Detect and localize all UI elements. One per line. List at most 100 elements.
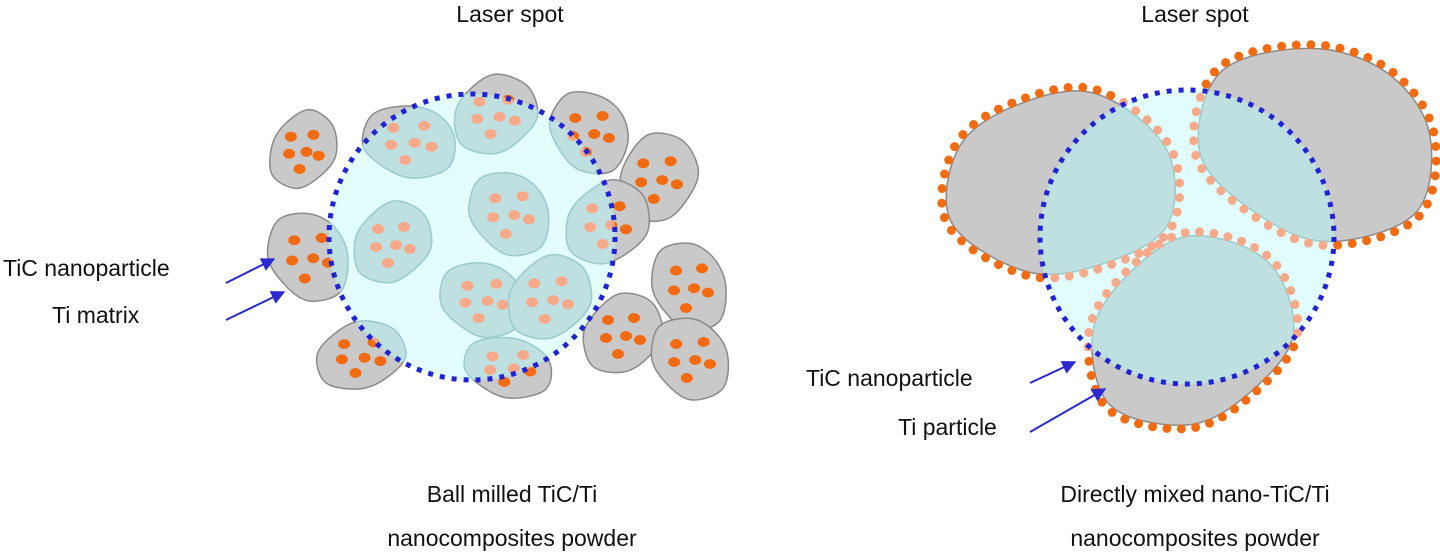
tic-nanoparticle <box>1303 238 1313 248</box>
tic-nanoparticle <box>1417 100 1427 110</box>
tic-nanoparticle <box>1209 228 1219 238</box>
panel-directly-mixed: Laser spot TiC nanoparticle Ti particle … <box>806 1 1440 551</box>
tic-nanoparticle-heated <box>484 129 497 139</box>
tic-nanoparticle <box>1217 412 1227 422</box>
tic-nanoparticle <box>1263 220 1273 230</box>
tic-nanoparticle <box>1035 273 1045 283</box>
tic-nanoparticle <box>981 253 991 263</box>
tic-nanoparticle <box>613 201 626 212</box>
tic-nanoparticle <box>1239 204 1249 214</box>
tic-nanoparticle-heated <box>507 363 520 374</box>
tic-nanoparticle <box>1189 121 1199 131</box>
tic-nanoparticle-heated <box>547 295 560 306</box>
tic-nanoparticle <box>286 255 299 266</box>
caption-left-line1: Ball milled TiC/Ti <box>427 481 597 507</box>
tic-nanoparticle-heated <box>387 122 400 133</box>
tic-nanoparticle <box>1252 386 1262 396</box>
tic-nanoparticle <box>957 236 967 246</box>
arrow-ti-particle <box>1029 388 1107 433</box>
tic-nanoparticle <box>596 111 609 121</box>
tic-nanoparticle-heated <box>596 239 609 249</box>
tic-nanoparticle <box>1174 193 1184 203</box>
tic-nanoparticle <box>1084 356 1094 366</box>
tic-nanoparticle <box>647 194 660 204</box>
tic-nanoparticle <box>1050 273 1060 283</box>
tic-nanoparticle <box>1063 82 1073 92</box>
tic-nanoparticle <box>1120 254 1130 264</box>
tic-nanoparticle <box>1227 195 1237 205</box>
tic-nanoparticle <box>1097 397 1107 407</box>
tic-nanoparticle <box>993 260 1003 270</box>
tic-nanoparticle <box>284 131 297 142</box>
tic-nanoparticle <box>1399 77 1409 87</box>
tic-nanoparticle <box>1221 58 1231 68</box>
laser-spot-border-right <box>1037 87 1337 387</box>
tic-nanoparticle <box>1333 240 1343 250</box>
tic-nanoparticle <box>1347 238 1357 248</box>
tic-nanoparticles-right <box>937 40 1440 434</box>
tic-nanoparticle-heated <box>461 280 474 291</box>
tic-nanoparticle <box>1216 186 1226 196</box>
tic-nanoparticle-heated <box>418 120 431 131</box>
tic-nanoparticle-heated <box>508 210 521 221</box>
tic-nanoparticle-heated <box>385 139 398 150</box>
tic-nanoparticle <box>1191 107 1201 117</box>
tic-nanoparticle <box>1176 424 1186 434</box>
tic-nanoparticle <box>1363 52 1373 62</box>
tic-nanoparticle-heated <box>516 191 529 202</box>
tic-nanoparticle-heated <box>496 299 509 310</box>
tic-nanoparticle <box>697 337 710 347</box>
tic-nanoparticle <box>1429 127 1439 137</box>
tic-nanoparticle <box>1134 248 1144 258</box>
tic-nanoparticle-heated <box>584 222 597 233</box>
tic-nanoparticle <box>1230 404 1240 414</box>
tic-nanoparticle <box>1087 314 1097 324</box>
label-tic-nanoparticle-right: TiC nanoparticle <box>806 365 973 391</box>
tic-nanoparticle <box>670 179 683 190</box>
tic-nanoparticle <box>1142 248 1152 258</box>
tic-nanoparticle-heated <box>508 115 521 126</box>
tic-nanoparticle <box>703 359 716 369</box>
tic-nanoparticle <box>1084 327 1094 337</box>
tic-nanoparticle-heated <box>517 350 530 360</box>
tic-nanoparticle-heated <box>499 229 512 239</box>
tic-nanoparticle <box>670 265 682 276</box>
tic-nanoparticle <box>1281 354 1291 364</box>
tic-nanoparticle <box>1180 228 1190 238</box>
tic-nanoparticle <box>524 366 537 377</box>
tic-nanoparticle <box>656 175 669 186</box>
tic-nanoparticle <box>1154 239 1164 249</box>
tic-nanoparticle <box>696 263 708 274</box>
tic-nanoparticle <box>1079 268 1089 278</box>
tic-nanoparticle <box>1102 289 1112 299</box>
ti-matrix-particle <box>266 212 349 302</box>
tic-nanoparticle <box>1262 43 1272 53</box>
tic-nanoparticle <box>1086 371 1096 381</box>
tic-nanoparticle-heated <box>489 193 502 204</box>
tic-nanoparticle <box>349 368 362 378</box>
tic-nanoparticle <box>283 148 296 159</box>
tic-nanoparticle-heated <box>471 113 484 124</box>
tic-nanoparticle <box>1020 93 1030 103</box>
tic-nanoparticle <box>1431 156 1440 166</box>
ti-matrix-particle-heated <box>565 178 615 265</box>
tic-nanoparticle <box>1276 228 1286 238</box>
arrow-ti-matrix <box>225 291 286 321</box>
tic-nanoparticle <box>1430 171 1440 181</box>
tic-nanoparticle <box>1106 90 1116 100</box>
tic-nanoparticle <box>1107 407 1117 417</box>
ti-matrix-particle <box>269 108 338 190</box>
tic-nanoparticle <box>1234 51 1244 61</box>
tic-nanoparticle <box>569 113 582 123</box>
tic-nanoparticle <box>1409 88 1419 98</box>
tic-nanoparticle <box>1107 259 1117 269</box>
tic-nanoparticle <box>1191 422 1201 432</box>
caption-right-line1: Directly mixed nano-TiC/Ti <box>1060 481 1329 507</box>
tic-nanoparticle <box>307 253 320 264</box>
tic-nanoparticle <box>1120 414 1130 424</box>
tic-nanoparticle <box>1148 422 1158 432</box>
tic-nanoparticle <box>1422 199 1432 209</box>
tic-nanoparticle <box>939 213 949 223</box>
tic-nanoparticle <box>1204 418 1214 428</box>
